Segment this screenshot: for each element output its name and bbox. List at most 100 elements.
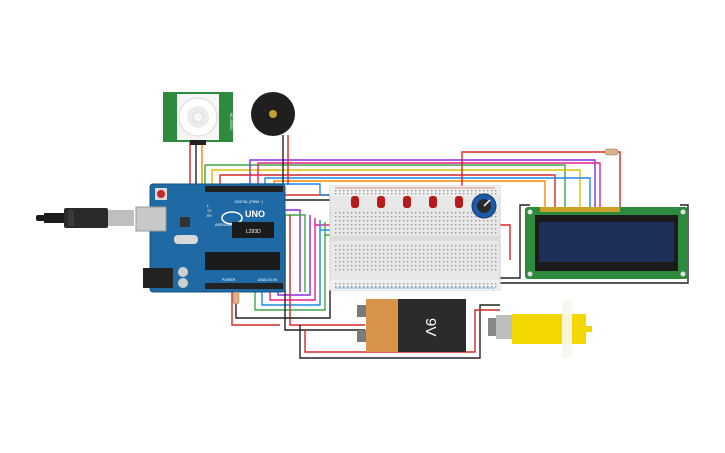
breadboard-hole xyxy=(383,220,385,222)
breadboard-hole xyxy=(423,212,425,214)
breadboard-hole xyxy=(375,212,377,214)
breadboard-hole xyxy=(399,193,401,195)
breadboard-hole xyxy=(375,216,377,218)
potentiometer-icon[interactable] xyxy=(471,193,497,219)
breadboard-hole xyxy=(447,245,449,247)
breadboard-hole xyxy=(415,265,417,267)
breadboard-hole xyxy=(447,249,449,251)
breadboard-hole xyxy=(419,193,421,195)
breadboard-hole xyxy=(343,269,345,271)
breadboard-hole xyxy=(495,249,497,251)
breadboard-hole xyxy=(427,220,429,222)
breadboard-hole xyxy=(387,269,389,271)
breadboard-hole xyxy=(419,220,421,222)
wire xyxy=(304,309,500,353)
breadboard-hole xyxy=(435,193,437,195)
breadboard-hole xyxy=(451,228,453,230)
breadboard-hole xyxy=(455,249,457,251)
led-icon[interactable] xyxy=(455,196,463,208)
breadboard-hole xyxy=(467,216,469,218)
breadboard-hole xyxy=(387,228,389,230)
breadboard-hole xyxy=(395,261,397,263)
breadboard-hole xyxy=(355,261,357,263)
breadboard-hole xyxy=(399,220,401,222)
l293d-motor-driver[interactable]: L293D xyxy=(232,222,274,238)
breadboard-hole xyxy=(455,212,457,214)
breadboard-hole xyxy=(491,249,493,251)
breadboard-hole xyxy=(431,212,433,214)
breadboard-hole xyxy=(399,283,401,285)
breadboard-hole xyxy=(335,257,337,259)
lcd-display[interactable] xyxy=(525,207,688,279)
breadboard-hole xyxy=(339,224,341,226)
breadboard-hole xyxy=(351,190,353,192)
breadboard-hole xyxy=(367,261,369,263)
breadboard-hole xyxy=(451,190,453,192)
breadboard-hole xyxy=(459,249,461,251)
breadboard-hole xyxy=(407,283,409,285)
breadboard-hole xyxy=(491,190,493,192)
pir-label: HC-SR501 xyxy=(229,113,233,130)
breadboard-hole xyxy=(407,249,409,251)
breadboard-hole xyxy=(355,249,357,251)
breadboard-hole xyxy=(483,261,485,263)
breadboard-hole xyxy=(471,261,473,263)
led-icon[interactable] xyxy=(377,196,385,208)
breadboard-hole xyxy=(355,283,357,285)
breadboard-hole xyxy=(379,286,381,288)
breadboard-hole xyxy=(415,216,417,218)
wire xyxy=(264,177,591,210)
breadboard-hole xyxy=(383,257,385,259)
breadboard-hole xyxy=(447,269,449,271)
breadboard-hole xyxy=(335,228,337,230)
breadboard-hole xyxy=(339,228,341,230)
breadboard-hole xyxy=(471,228,473,230)
battery-9v[interactable]: 9V xyxy=(357,299,466,352)
breadboard-hole xyxy=(391,253,393,255)
breadboard-hole xyxy=(359,224,361,226)
breadboard-hole xyxy=(395,249,397,251)
breadboard-hole xyxy=(411,261,413,263)
breadboard-hole xyxy=(363,193,365,195)
breadboard-hole xyxy=(427,283,429,285)
breadboard-hole xyxy=(391,249,393,251)
breadboard-hole xyxy=(371,232,373,234)
breadboard-hole xyxy=(475,190,477,192)
arduino-uno-board[interactable]: UNO ARDUINO DIGITAL (PWM ~) ANALOG IN PO… xyxy=(135,183,286,293)
breadboard-hole xyxy=(375,261,377,263)
breadboard-hole xyxy=(431,220,433,222)
breadboard-hole xyxy=(379,193,381,195)
breadboard-hole xyxy=(335,245,337,247)
led-icon[interactable] xyxy=(403,196,411,208)
breadboard-hole xyxy=(479,253,481,255)
led-icon[interactable] xyxy=(429,196,437,208)
breadboard-hole xyxy=(411,216,413,218)
breadboard-hole xyxy=(423,257,425,259)
breadboard-hole xyxy=(491,224,493,226)
breadboard-hole xyxy=(427,232,429,234)
breadboard-hole xyxy=(371,261,373,263)
breadboard-hole xyxy=(375,220,377,222)
breadboard-hole xyxy=(455,245,457,247)
breadboard-hole xyxy=(459,257,461,259)
breadboard-hole xyxy=(387,261,389,263)
breadboard-hole xyxy=(423,245,425,247)
breadboard-hole xyxy=(459,261,461,263)
dc-motor-icon[interactable] xyxy=(488,300,592,358)
breadboard-hole xyxy=(459,212,461,214)
breadboard-hole xyxy=(419,224,421,226)
breadboard-hole xyxy=(435,220,437,222)
breadboard-hole xyxy=(343,190,345,192)
pir-motion-sensor[interactable]: HC-SR501 xyxy=(163,92,233,145)
breadboard-hole xyxy=(359,190,361,192)
breadboard-hole xyxy=(415,261,417,263)
led-icon[interactable] xyxy=(351,196,359,208)
breadboard-hole xyxy=(379,261,381,263)
breadboard-hole xyxy=(467,232,469,234)
breadboard-hole xyxy=(419,249,421,251)
breadboard-hole xyxy=(395,190,397,192)
breadboard-hole xyxy=(375,265,377,267)
breadboard-hole xyxy=(387,265,389,267)
buzzer-icon[interactable] xyxy=(251,92,295,136)
breadboard-hole xyxy=(451,286,453,288)
